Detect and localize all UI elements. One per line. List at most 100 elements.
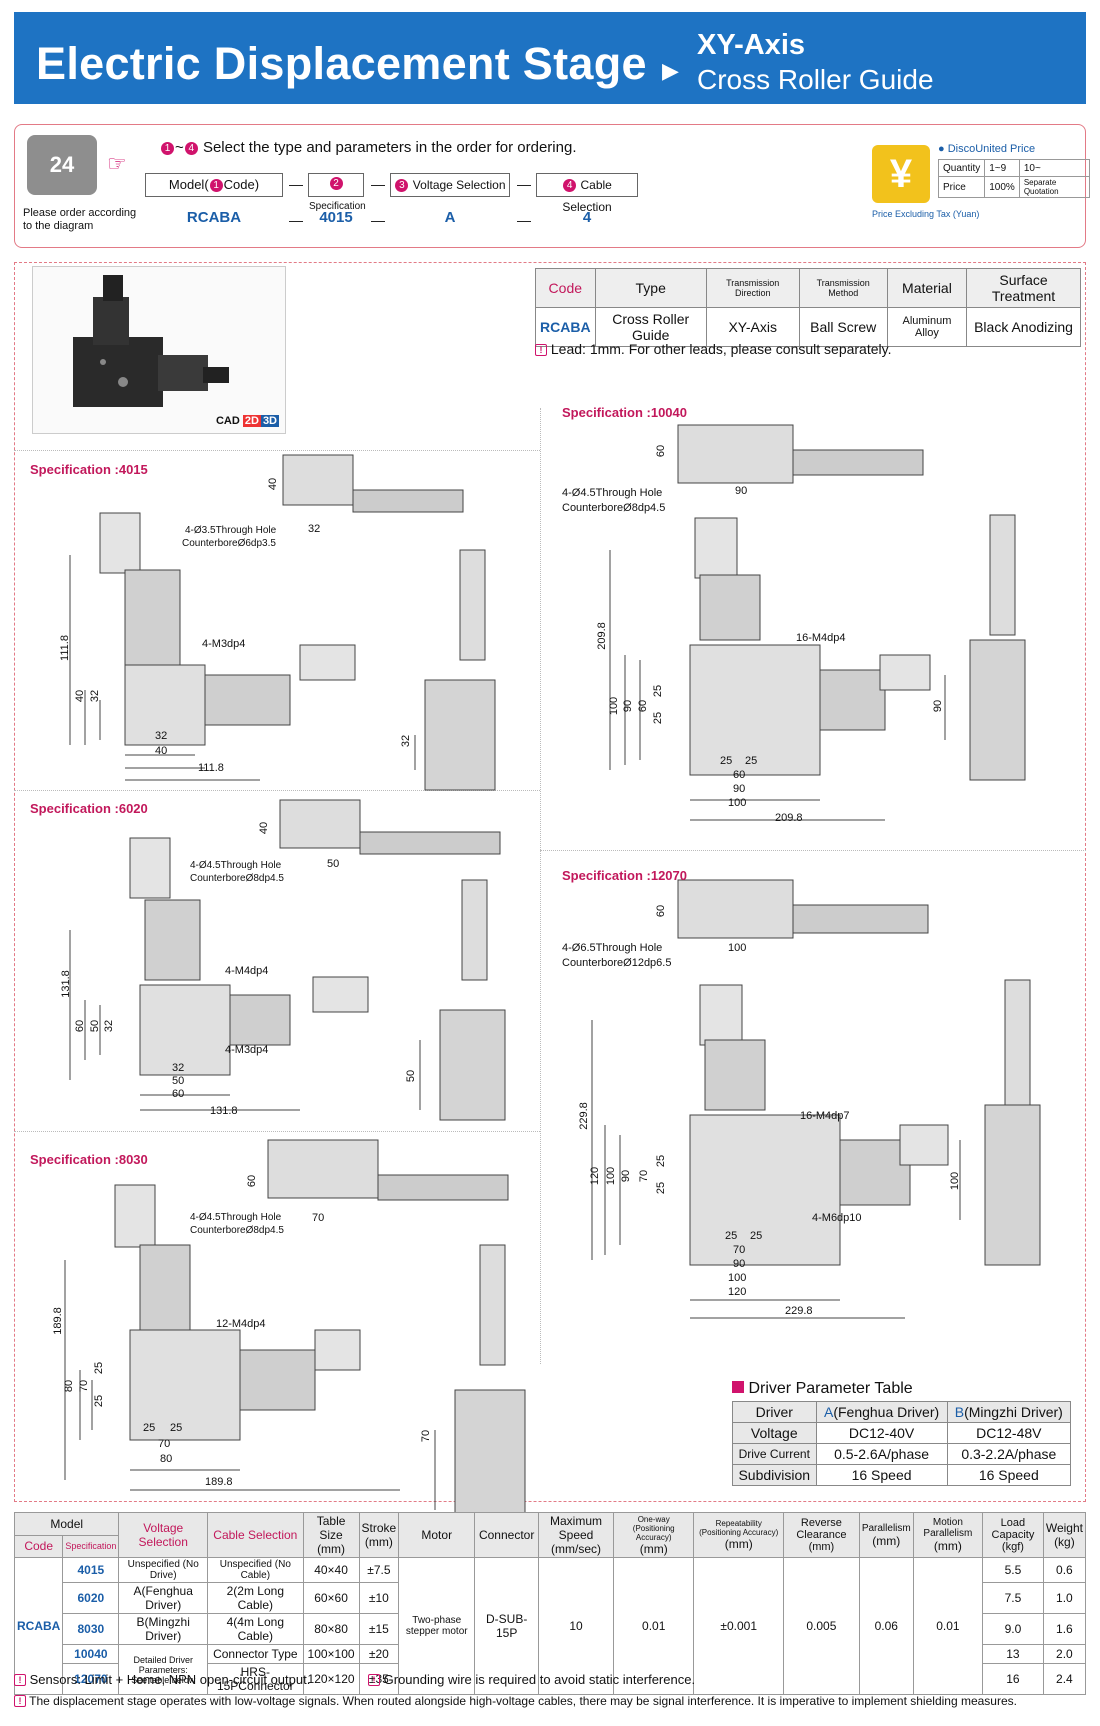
drawing-10040 — [609, 424, 1026, 821]
price-title: ● DiscoUnited Price — [938, 143, 1036, 155]
ex-dash-3: — — [517, 212, 531, 228]
td-volt-0: Unspecified (No Drive) — [118, 1557, 209, 1583]
td-reverse: 0.005 — [782, 1557, 860, 1695]
page-header: Electric Displacement Stage ▶ XY-Axis Cr… — [14, 12, 1086, 104]
sep-dash-1: — — [289, 176, 303, 192]
lead-note: ! Lead: 1mm. For other leads, please con… — [535, 341, 891, 357]
stage-photo-illustration — [73, 275, 229, 407]
dim-8030-i: 80 — [160, 1453, 173, 1465]
th-repeat-label: Repeatability (Positioning Accuracy) — [699, 1519, 779, 1537]
driver-cell: 16 Speed — [815, 1464, 948, 1486]
price-label: Price — [937, 176, 986, 198]
dim-6020-total-w: 131.8 — [210, 1105, 238, 1117]
td-repeat: ±0.001 — [693, 1557, 784, 1695]
model-label-b: Code) — [223, 177, 260, 192]
dim-8030-d: 25 — [93, 1394, 106, 1408]
voltage-box: 3 Voltage Selection — [390, 173, 510, 197]
td-stroke: ±35 — [358, 1663, 400, 1695]
dim-8030-e: 25 — [143, 1422, 156, 1434]
price-note: Price Excluding Tax (Yuan) — [872, 209, 980, 219]
order-hint-line2: to the diagram — [23, 220, 94, 232]
dim-6020-e: 50 — [172, 1075, 185, 1087]
td-parallel: 0.06 — [858, 1557, 914, 1695]
spec-title-10040: Specification :10040 — [562, 405, 687, 420]
dim-12070-j: 90 — [733, 1258, 746, 1270]
header-subtitle-axis: XY-Axis — [697, 29, 805, 61]
hole-8030-a: 4-Ø4.5Through Hole — [190, 1212, 282, 1223]
drawing-4015 — [69, 454, 496, 791]
td-load: 13 — [982, 1644, 1044, 1664]
dim-6020-side: 50 — [405, 1069, 418, 1083]
dim-10040-total-h: 209.8 — [595, 622, 608, 650]
dim-6020-a: 60 — [74, 1019, 87, 1033]
td-volt-2: B(Mingzhi Driver) — [118, 1613, 209, 1645]
th-parallel-unit: (mm) — [872, 1533, 901, 1548]
td-code: RCABA — [13, 1557, 64, 1695]
sep-dash-3: — — [517, 176, 531, 192]
th-stroke-unit: (mm) — [364, 1535, 393, 1549]
dim-12070-total-w: 229.8 — [785, 1305, 813, 1317]
dim-10040-d: 25 — [652, 684, 665, 698]
td-weight: 2.4 — [1042, 1663, 1087, 1695]
spec-label: Specification — [309, 201, 366, 212]
dim-8030-total-h: 189.8 — [51, 1307, 64, 1335]
td-connector: D-SUB-15P — [474, 1557, 540, 1695]
hole-10040-b: CounterboreØ8dp4.5 — [562, 502, 666, 514]
cad-text: CAD — [215, 415, 240, 427]
th-speed-label: Maximum Speed — [550, 1514, 603, 1542]
example-spec: 4015 — [319, 209, 353, 226]
td-spec: 10040 — [62, 1644, 120, 1664]
code-td-surface: Black Anodizing — [966, 307, 1081, 347]
code-td-direction: XY-Axis — [705, 307, 800, 347]
code-td-type: Cross Roller Guide — [594, 307, 707, 347]
td-load: 16 — [982, 1663, 1044, 1695]
divider-6020 — [14, 790, 540, 791]
cable-label: Cable Selection — [562, 178, 612, 214]
divider-4015 — [14, 450, 540, 451]
dim-8030-f: 25 — [170, 1422, 183, 1434]
th-speed-unit: (mm/sec) — [551, 1542, 602, 1556]
th-reverse: Reverse Clearance(mm) — [782, 1512, 860, 1558]
driver-table: Driver A(Fenghua Driver) B(Mingzhi Drive… — [732, 1401, 1072, 1486]
hole-4015-b: CounterboreØ6dp3.5 — [182, 538, 276, 549]
driver-th-b-letter: B — [954, 1404, 965, 1420]
th-load: Load Capacity(kgf) — [982, 1512, 1044, 1558]
header-subtitle-guide: Cross Roller Guide — [697, 64, 934, 95]
th-repeat: Repeatability (Positioning Accuracy)(mm) — [693, 1512, 784, 1558]
driver-row-label: Voltage — [732, 1422, 817, 1444]
hole-12070-a: 4-Ø6.5Through Hole — [562, 942, 663, 954]
dim-10040-i: 60 — [733, 769, 746, 781]
th-table-size-label: Table Size — [316, 1514, 346, 1542]
td-motor: Two-phase stepper motor — [398, 1557, 476, 1695]
tap-6020-a: 4-M4dp4 — [225, 965, 269, 977]
driver-cell: 0.5-2.6A/phase — [815, 1443, 948, 1465]
driver-th-b: B(Mingzhi Driver) — [946, 1401, 1072, 1423]
hole-8030-b: CounterboreØ8dp4.5 — [190, 1225, 284, 1236]
divider-8030 — [14, 1131, 540, 1132]
range-tilde: ~ — [175, 139, 184, 156]
th-load-label: Load Capacity — [991, 1517, 1035, 1541]
td-weight: 0.6 — [1042, 1557, 1087, 1583]
dim-12070-c: 90 — [620, 1169, 633, 1183]
code-th-type: Type — [594, 268, 707, 308]
dim-12070-a: 120 — [589, 1166, 602, 1186]
code-td-method: Ball Screw — [798, 307, 888, 347]
dim-12070-k: 100 — [728, 1272, 747, 1284]
drawings-panel — [14, 262, 1086, 1502]
th-motion-parallel-label: Motion Parallelism — [923, 1517, 973, 1539]
spec-box: 2Specification — [308, 173, 366, 212]
hole-6020-b: CounterboreØ8dp4.5 — [190, 873, 284, 884]
th-spec: Specification — [62, 1534, 120, 1558]
driver-cell: DC12-48V — [946, 1422, 1072, 1444]
td-table-size: 120×120 — [302, 1663, 360, 1695]
dim-4015-total-h: 111.8 — [58, 635, 71, 661]
driver-th-b-name: (Mingzhi Driver) — [964, 1404, 1063, 1420]
td-cable-4: HRS-15PConnector — [207, 1663, 304, 1695]
dim-12070-b: 100 — [605, 1166, 618, 1186]
spec-title-8030: Specification :8030 — [30, 1152, 148, 1167]
order-hint-line1: Please order according — [23, 207, 137, 219]
